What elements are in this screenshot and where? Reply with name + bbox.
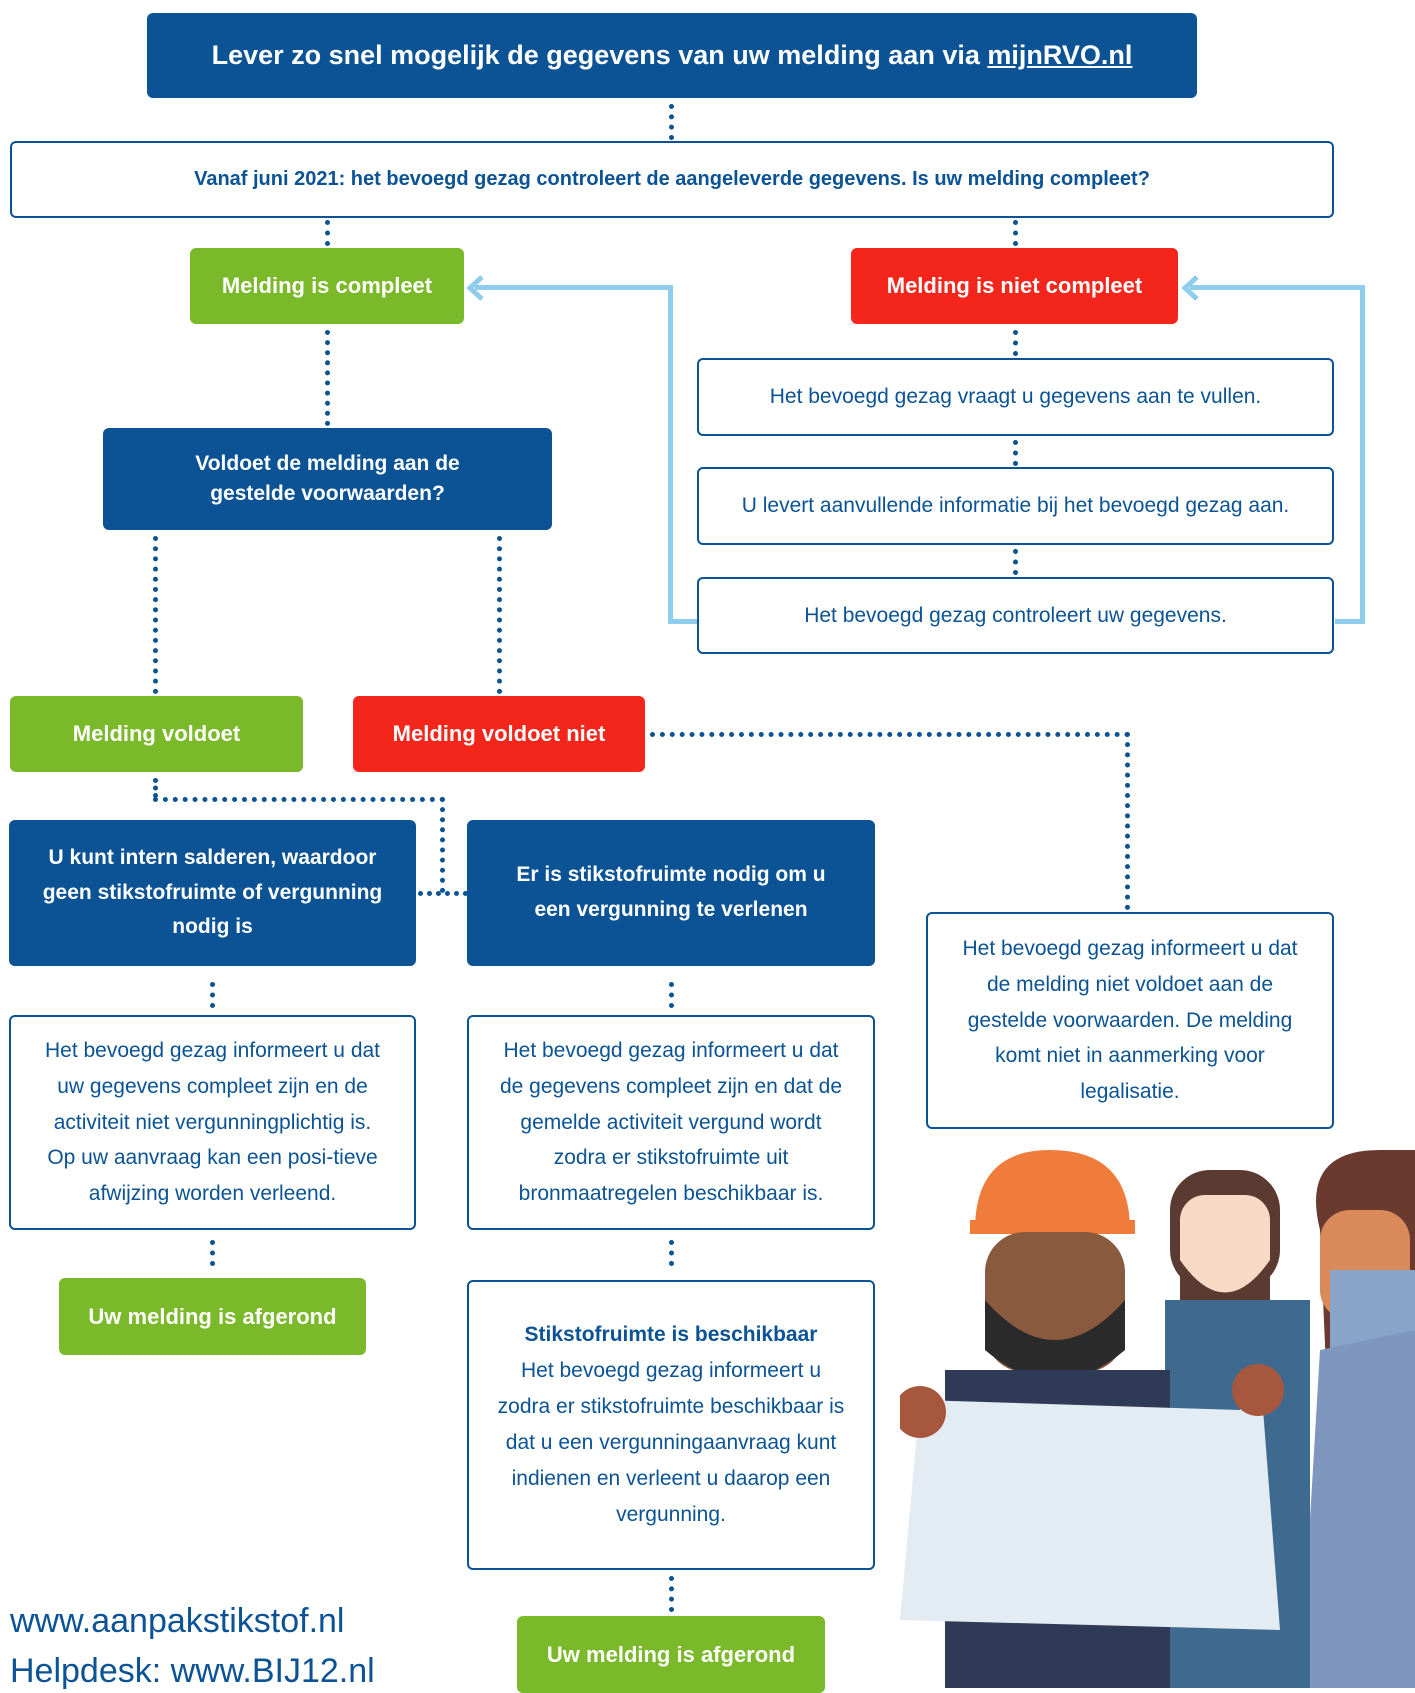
status-voldoet-niet: Melding voldoet niet xyxy=(353,696,645,772)
plan-paper xyxy=(900,1364,1284,1630)
loop-arrow-right-bottom xyxy=(1335,619,1365,624)
option-stikstof-nodig: Er is stikstofruimte nodig om u een verg… xyxy=(467,820,875,966)
workers-illustration xyxy=(900,1150,1415,1688)
connector xyxy=(440,797,445,893)
loop-step-1: Het bevoegd gezag vraagt u gegevens aan … xyxy=(697,358,1334,436)
option-intern-salderen: U kunt intern salderen, waardoor geen st… xyxy=(9,820,416,966)
connector xyxy=(210,982,215,1008)
connector xyxy=(153,778,158,798)
connector xyxy=(1013,549,1018,575)
loop-step-3: Het bevoegd gezag controleert uw gegeven… xyxy=(697,577,1334,654)
loop-arrow-left-bottom xyxy=(668,619,698,624)
arrowhead-left-icon xyxy=(466,275,484,301)
connector xyxy=(1125,732,1130,910)
connector xyxy=(325,330,330,426)
connector xyxy=(650,732,1130,737)
footer-helpdesk[interactable]: Helpdesk: www.BIJ12.nl xyxy=(10,1652,375,1690)
connector xyxy=(669,1240,674,1266)
loop-step-2: U levert aanvullende informatie bij het … xyxy=(697,467,1334,545)
connector xyxy=(153,797,445,802)
connector xyxy=(418,891,468,896)
connector xyxy=(325,220,330,246)
connector xyxy=(669,1576,674,1612)
status-niet-compleet: Melding is niet compleet xyxy=(851,248,1178,324)
beschikbaar-title: Stikstofruimte is beschikbaar xyxy=(524,1322,818,1346)
status-afgerond-left: Uw melding is afgerond xyxy=(59,1278,366,1355)
loop-arrow-left-vertical xyxy=(668,285,673,624)
connector xyxy=(1013,330,1018,356)
check-box: Vanaf juni 2021: het bevoegd gezag contr… xyxy=(10,141,1334,218)
voldoet-question-box: Voldoet de melding aan de gestelde voorw… xyxy=(103,428,552,530)
loop-arrow-left-top xyxy=(475,285,673,290)
connector xyxy=(497,536,502,694)
info-left: Het bevoegd gezag informeert u dat uw ge… xyxy=(9,1015,416,1230)
info-right: Het bevoegd gezag informeert u dat de me… xyxy=(926,912,1334,1129)
mijnrvo-link[interactable]: mijnRVO.nl xyxy=(987,40,1133,70)
status-afgerond-mid: Uw melding is afgerond xyxy=(517,1616,825,1693)
header-box: Lever zo snel mogelijk de gegevens van u… xyxy=(147,13,1197,98)
connector xyxy=(669,982,674,1008)
beschikbaar-body: Het bevoegd gezag informeert u zodra er … xyxy=(497,1358,845,1527)
connector xyxy=(153,536,158,694)
footer-website[interactable]: www.aanpakstikstof.nl xyxy=(10,1602,345,1640)
loop-arrow-right-top xyxy=(1190,285,1365,290)
status-voldoet: Melding voldoet xyxy=(10,696,303,772)
arrowhead-left-icon xyxy=(1181,275,1199,301)
info-beschikbaar: Stikstofruimte is beschikbaar Het bevoeg… xyxy=(467,1280,875,1570)
woman-figure xyxy=(1300,1150,1415,1688)
info-mid: Het bevoegd gezag informeert u dat de ge… xyxy=(467,1015,875,1230)
header-text: Lever zo snel mogelijk de gegevens van u… xyxy=(211,40,1133,70)
connector xyxy=(1013,220,1018,246)
connector xyxy=(669,104,674,140)
status-compleet: Melding is compleet xyxy=(190,248,464,324)
connector xyxy=(210,1240,215,1266)
connector xyxy=(1013,440,1018,466)
loop-arrow-right-vertical xyxy=(1360,285,1365,624)
